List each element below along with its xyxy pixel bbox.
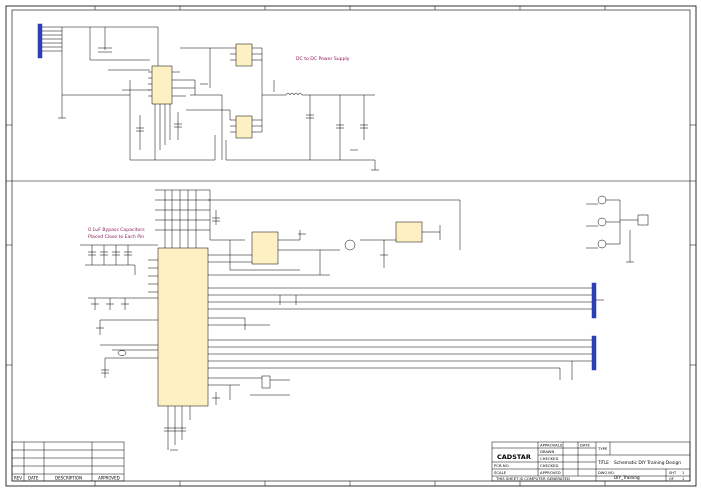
controller-section [80, 189, 649, 451]
dwg-label: DWG NO. [598, 471, 615, 475]
date-header: DATE [28, 476, 39, 481]
rev-header: REV [14, 476, 22, 481]
revision-table [11, 441, 125, 482]
scale-label: SCALE [494, 470, 507, 475]
approved-header: APPROVED [98, 476, 120, 481]
sheet-border [5, 5, 697, 487]
power-supply-section [37, 23, 379, 171]
computer-generated-note: THIS SHEET IS COMPUTER GENERATED [495, 476, 570, 481]
approvals-label: APPROVALS [540, 443, 563, 448]
cadstar-logo: CADSTAR [497, 453, 531, 461]
of-value: 1 [682, 477, 684, 481]
title-value: Schematic DIY Training Design [614, 460, 681, 466]
date-label: DATE [580, 443, 590, 448]
sheet-value: 1 [682, 471, 684, 475]
sheet-label: SHT [669, 471, 677, 475]
description-header: DESCRIPTION [55, 476, 82, 481]
power-supply-note: DC to DC Power Supply [296, 56, 350, 62]
approved-label: APPROVED [540, 470, 561, 475]
checked-label: CHECKED [540, 456, 558, 461]
checked-label-2: CHECKED [540, 463, 558, 468]
title-label: TITLE [597, 460, 609, 465]
bypass-note-line1: 0.1uF Bypass Capacitors [88, 227, 145, 233]
of-label: OF [669, 477, 674, 481]
pcb-no-label: PCB NO. [494, 463, 510, 468]
type-label: TYPE [597, 446, 608, 451]
title-block [491, 441, 691, 482]
dwg-value: DIY_Training [614, 475, 640, 480]
bypass-note-line2: Placed Close to Each Pin [88, 234, 144, 240]
drawn-label: DRAWN [540, 449, 555, 454]
